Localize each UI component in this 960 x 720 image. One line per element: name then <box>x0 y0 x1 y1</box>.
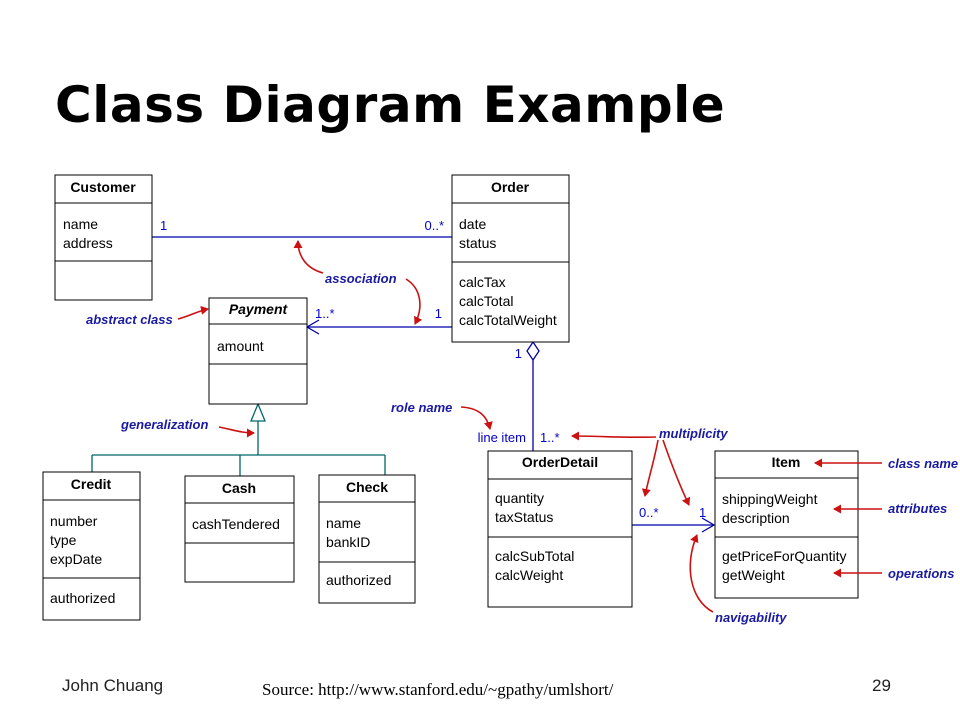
operation: calcTotalWeight <box>459 312 557 328</box>
annotation-association: association <box>293 240 423 325</box>
annotation-multiplicity: multiplicity <box>571 426 728 506</box>
slide-title: Class Diagram Example <box>55 76 726 134</box>
annotation-abstract-class: abstract class <box>86 305 209 327</box>
class-name: Cash <box>222 480 256 496</box>
operation: getWeight <box>722 567 785 583</box>
operation: authorized <box>50 590 115 606</box>
attribute: expDate <box>50 551 102 567</box>
attribute: shippingWeight <box>722 491 818 507</box>
svg-text:association: association <box>325 271 397 286</box>
class-cash: Cash cashTendered <box>184 475 295 583</box>
attribute: status <box>459 235 496 251</box>
svg-text:abstract class: abstract class <box>86 312 173 327</box>
operation: calcSubTotal <box>495 548 574 564</box>
operation: calcTax <box>459 274 506 290</box>
class-name: Customer <box>70 179 136 195</box>
attribute: date <box>459 216 486 232</box>
footer-source: Source: http://www.stanford.edu/~gpathy/… <box>262 680 614 699</box>
generalization-triangle <box>250 402 266 422</box>
operation: calcWeight <box>495 567 563 583</box>
class-name: Credit <box>71 476 112 492</box>
annotation-operations: operations <box>833 566 954 581</box>
svg-text:class name: class name <box>888 456 958 471</box>
page-number: 29 <box>872 676 891 695</box>
svg-text:attributes: attributes <box>888 501 947 516</box>
class-order: Order date status calcTax calcTotal calc… <box>451 174 570 343</box>
class-credit: Credit number type expDate authorized <box>42 471 141 621</box>
svg-text:operations: operations <box>888 566 954 581</box>
class-name: Check <box>346 479 388 495</box>
annotation-attributes: attributes <box>833 501 947 516</box>
item-navigability-arrowhead <box>701 517 716 533</box>
multiplicity-label: 1 <box>515 346 522 361</box>
annotation-role-name: role name <box>391 400 493 430</box>
attribute: name <box>326 515 361 531</box>
class-item: Item shippingWeight description getPrice… <box>714 450 859 599</box>
footer-author: John Chuang <box>62 676 164 695</box>
operation: getPriceForQuantity <box>722 548 847 564</box>
annotation-class-name: class name <box>814 456 958 471</box>
operation: authorized <box>326 572 391 588</box>
class-name: OrderDetail <box>522 454 598 470</box>
multiplicity-label: 1 <box>435 306 442 321</box>
multiplicity-label: 1 <box>699 505 706 520</box>
attribute: name <box>63 216 98 232</box>
svg-text:multiplicity: multiplicity <box>659 426 728 441</box>
multiplicity-label: 1..* <box>540 430 560 445</box>
svg-text:navigability: navigability <box>715 610 787 625</box>
multiplicity-label: 1 <box>160 218 167 233</box>
attribute: cashTendered <box>192 516 280 532</box>
class-orderdetail: OrderDetail quantity taxStatus calcSubTo… <box>487 450 633 608</box>
multiplicity-label: 0..* <box>639 505 659 520</box>
attribute: description <box>722 510 790 526</box>
attribute: type <box>50 532 77 548</box>
multiplicity-label: 0..* <box>424 218 444 233</box>
svg-text:role name: role name <box>391 400 452 415</box>
operation: calcTotal <box>459 293 513 309</box>
annotation-generalization: generalization <box>120 417 255 438</box>
attribute: bankID <box>326 534 370 550</box>
multiplicity-label: 1..* <box>315 306 335 321</box>
aggregation-diamond <box>526 340 540 362</box>
class-name: Item <box>772 454 801 470</box>
class-name: Payment <box>229 301 289 317</box>
attribute: address <box>63 235 113 251</box>
class-payment: Payment amount <box>208 297 308 405</box>
attribute: quantity <box>495 490 544 506</box>
attribute: number <box>50 513 98 529</box>
class-name: Order <box>491 179 530 195</box>
svg-text:generalization: generalization <box>120 417 208 432</box>
class-check: Check name bankID authorized <box>318 474 416 604</box>
class-customer: Customer name address <box>54 174 153 301</box>
attribute: amount <box>217 338 264 354</box>
annotation-navigability: navigability <box>689 534 787 625</box>
role-name-label: line item <box>478 430 526 445</box>
attribute: taxStatus <box>495 509 553 525</box>
